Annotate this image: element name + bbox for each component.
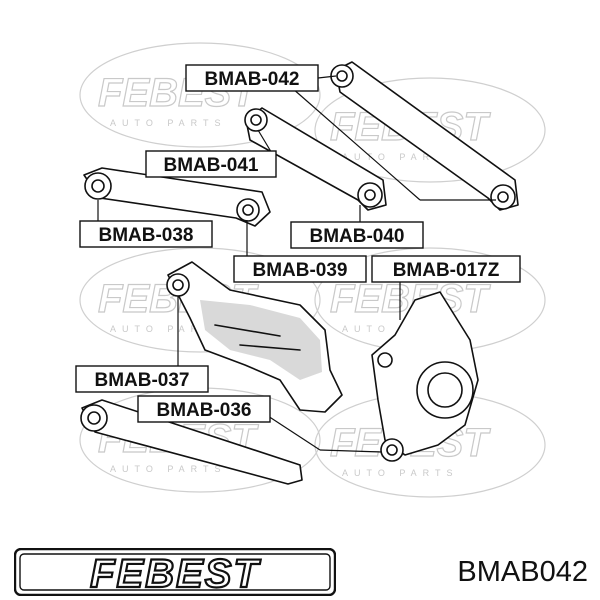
upper-short-arm <box>244 107 387 211</box>
callout-bmab-038: BMAB-038 <box>79 220 213 248</box>
callout-bmab-036: BMAB-036 <box>137 395 271 423</box>
watermark-subtext: AUTO PARTS <box>110 464 227 474</box>
callout-label: BMAB-036 <box>156 400 251 421</box>
callout-bmab-017z: BMAB-017Z <box>371 255 521 283</box>
callout-label: BMAB-040 <box>309 226 404 247</box>
callout-label: BMAB-037 <box>94 370 189 391</box>
callout-label: BMAB-017Z <box>393 260 500 281</box>
part-number: BMAB042 <box>457 556 588 588</box>
callout-label: BMAB-039 <box>252 260 347 281</box>
callout-bmab-042: BMAB-042 <box>185 64 319 92</box>
wheel-knuckle <box>371 291 479 462</box>
watermark-subtext: AUTO PARTS <box>110 118 227 128</box>
watermark-subtext: AUTO PARTS <box>342 468 459 478</box>
callout-bmab-039: BMAB-039 <box>233 255 367 283</box>
callout-label: BMAB-042 <box>204 69 299 90</box>
upper-long-arm <box>330 61 519 211</box>
callout-bmab-037: BMAB-037 <box>75 365 209 393</box>
febest-logo: FEBEST <box>14 548 336 596</box>
watermark-subtext: AUTO PARTS <box>342 324 459 334</box>
lower-control-arm <box>166 261 343 413</box>
logo-text: FEBEST <box>90 552 261 596</box>
watermark-subtext: AUTO PARTS <box>342 152 459 162</box>
toe-link-arm <box>83 167 271 227</box>
callout-bmab-041: BMAB-041 <box>145 150 277 178</box>
callout-label: BMAB-041 <box>163 155 258 176</box>
lower-link <box>80 399 303 485</box>
watermark-subtext: AUTO PARTS <box>110 324 227 334</box>
callout-bmab-040: BMAB-040 <box>290 221 424 249</box>
callout-label: BMAB-038 <box>98 225 193 246</box>
